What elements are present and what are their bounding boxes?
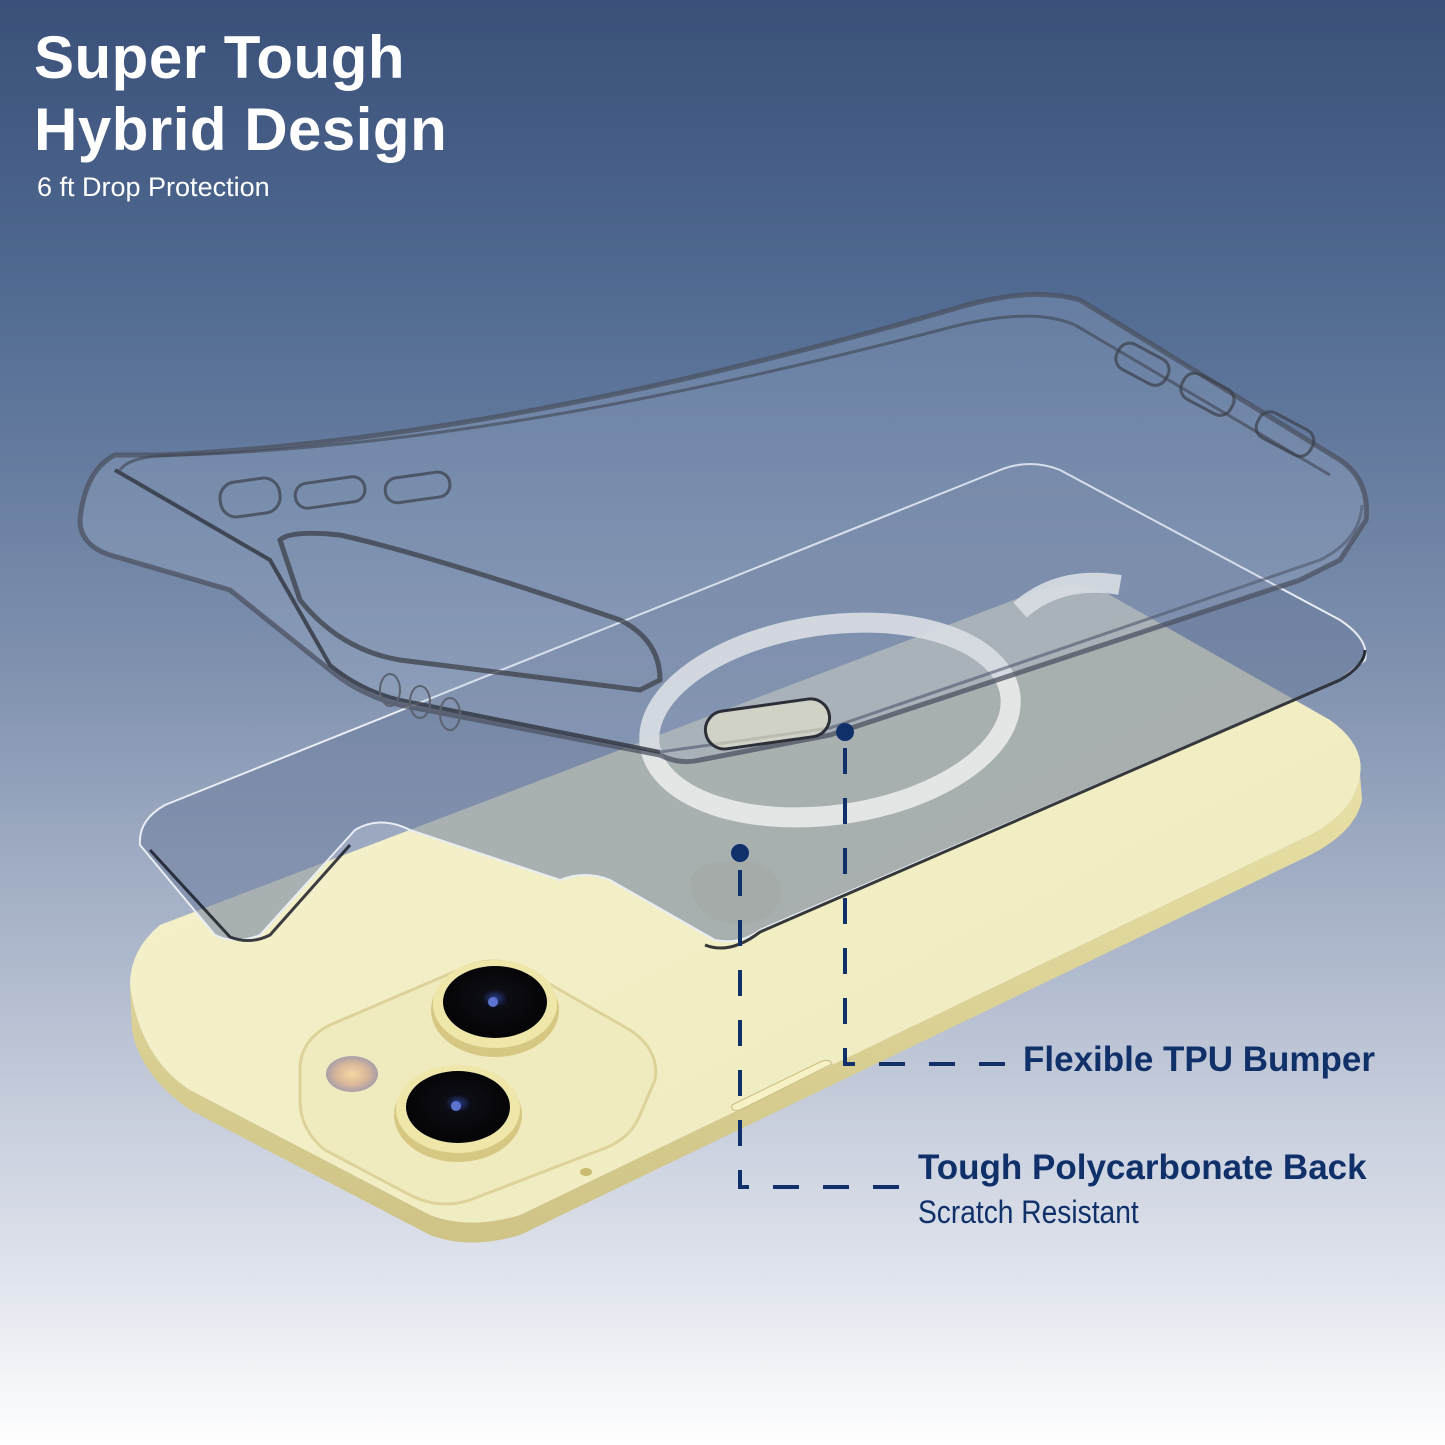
camera-lens-bottom <box>394 1065 522 1162</box>
headline-line-2: Hybrid Design <box>34 96 448 163</box>
headline-line-1: Super Tough <box>34 24 406 91</box>
headline: Super Tough Hybrid Design <box>34 22 447 166</box>
callout-pc-dot <box>731 844 749 862</box>
headline-subtitle: 6 ft Drop Protection <box>37 172 270 202</box>
camera-module <box>298 959 658 1206</box>
callout-pc-leader <box>731 844 910 1189</box>
phone-side-button <box>731 1059 833 1111</box>
tpu-bumper <box>77 291 1369 765</box>
callout-tpu-title: Flexible TPU Bumper <box>1023 1040 1376 1079</box>
microphone-hole <box>580 1168 592 1176</box>
callout-tpu-dot <box>836 723 854 741</box>
callout-pc-subtitle: Scratch Resistant <box>918 1194 1139 1230</box>
camera-lens-top <box>431 960 559 1057</box>
callout-tpu-leader <box>836 723 1012 1066</box>
magsafe-alignment-tab <box>1013 572 1122 618</box>
camera-flash <box>326 1056 378 1092</box>
callout-pc-title: Tough Polycarbonate Back <box>918 1148 1367 1187</box>
bumper-charging-port-cutout <box>703 697 832 751</box>
